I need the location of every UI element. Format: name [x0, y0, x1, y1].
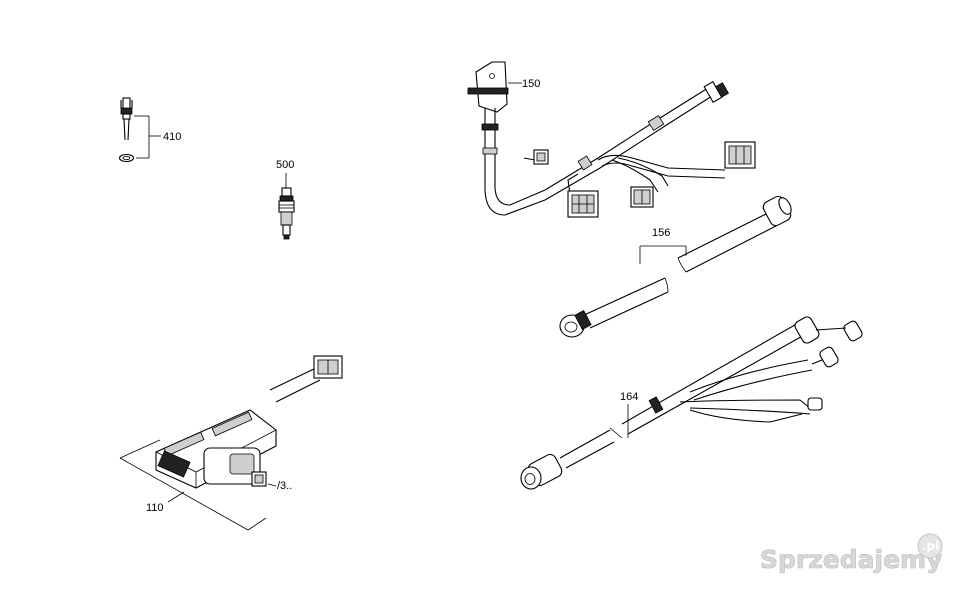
- label-500: 500: [276, 159, 294, 171]
- watermark-badge-text: .pl: [922, 539, 939, 553]
- part-410-sensor: [118, 97, 161, 163]
- label-410: 410: [163, 131, 181, 143]
- watermark: Sprzedajemy .pl: [760, 533, 943, 574]
- label-slash3: /3..: [277, 480, 292, 492]
- part-156-cable: [559, 195, 792, 338]
- watermark-text: Sprzedajemy: [760, 545, 942, 574]
- part-110-control-unit: [119, 355, 343, 531]
- label-110: 110: [146, 502, 164, 514]
- label-164: 164: [620, 391, 638, 403]
- part-150-harness: [467, 61, 756, 218]
- label-150: 150: [522, 78, 540, 90]
- label-156: 156: [652, 227, 670, 239]
- part-500-plug: [278, 173, 295, 240]
- part-164-harness: [520, 316, 863, 490]
- watermark-badge-icon: [917, 533, 943, 559]
